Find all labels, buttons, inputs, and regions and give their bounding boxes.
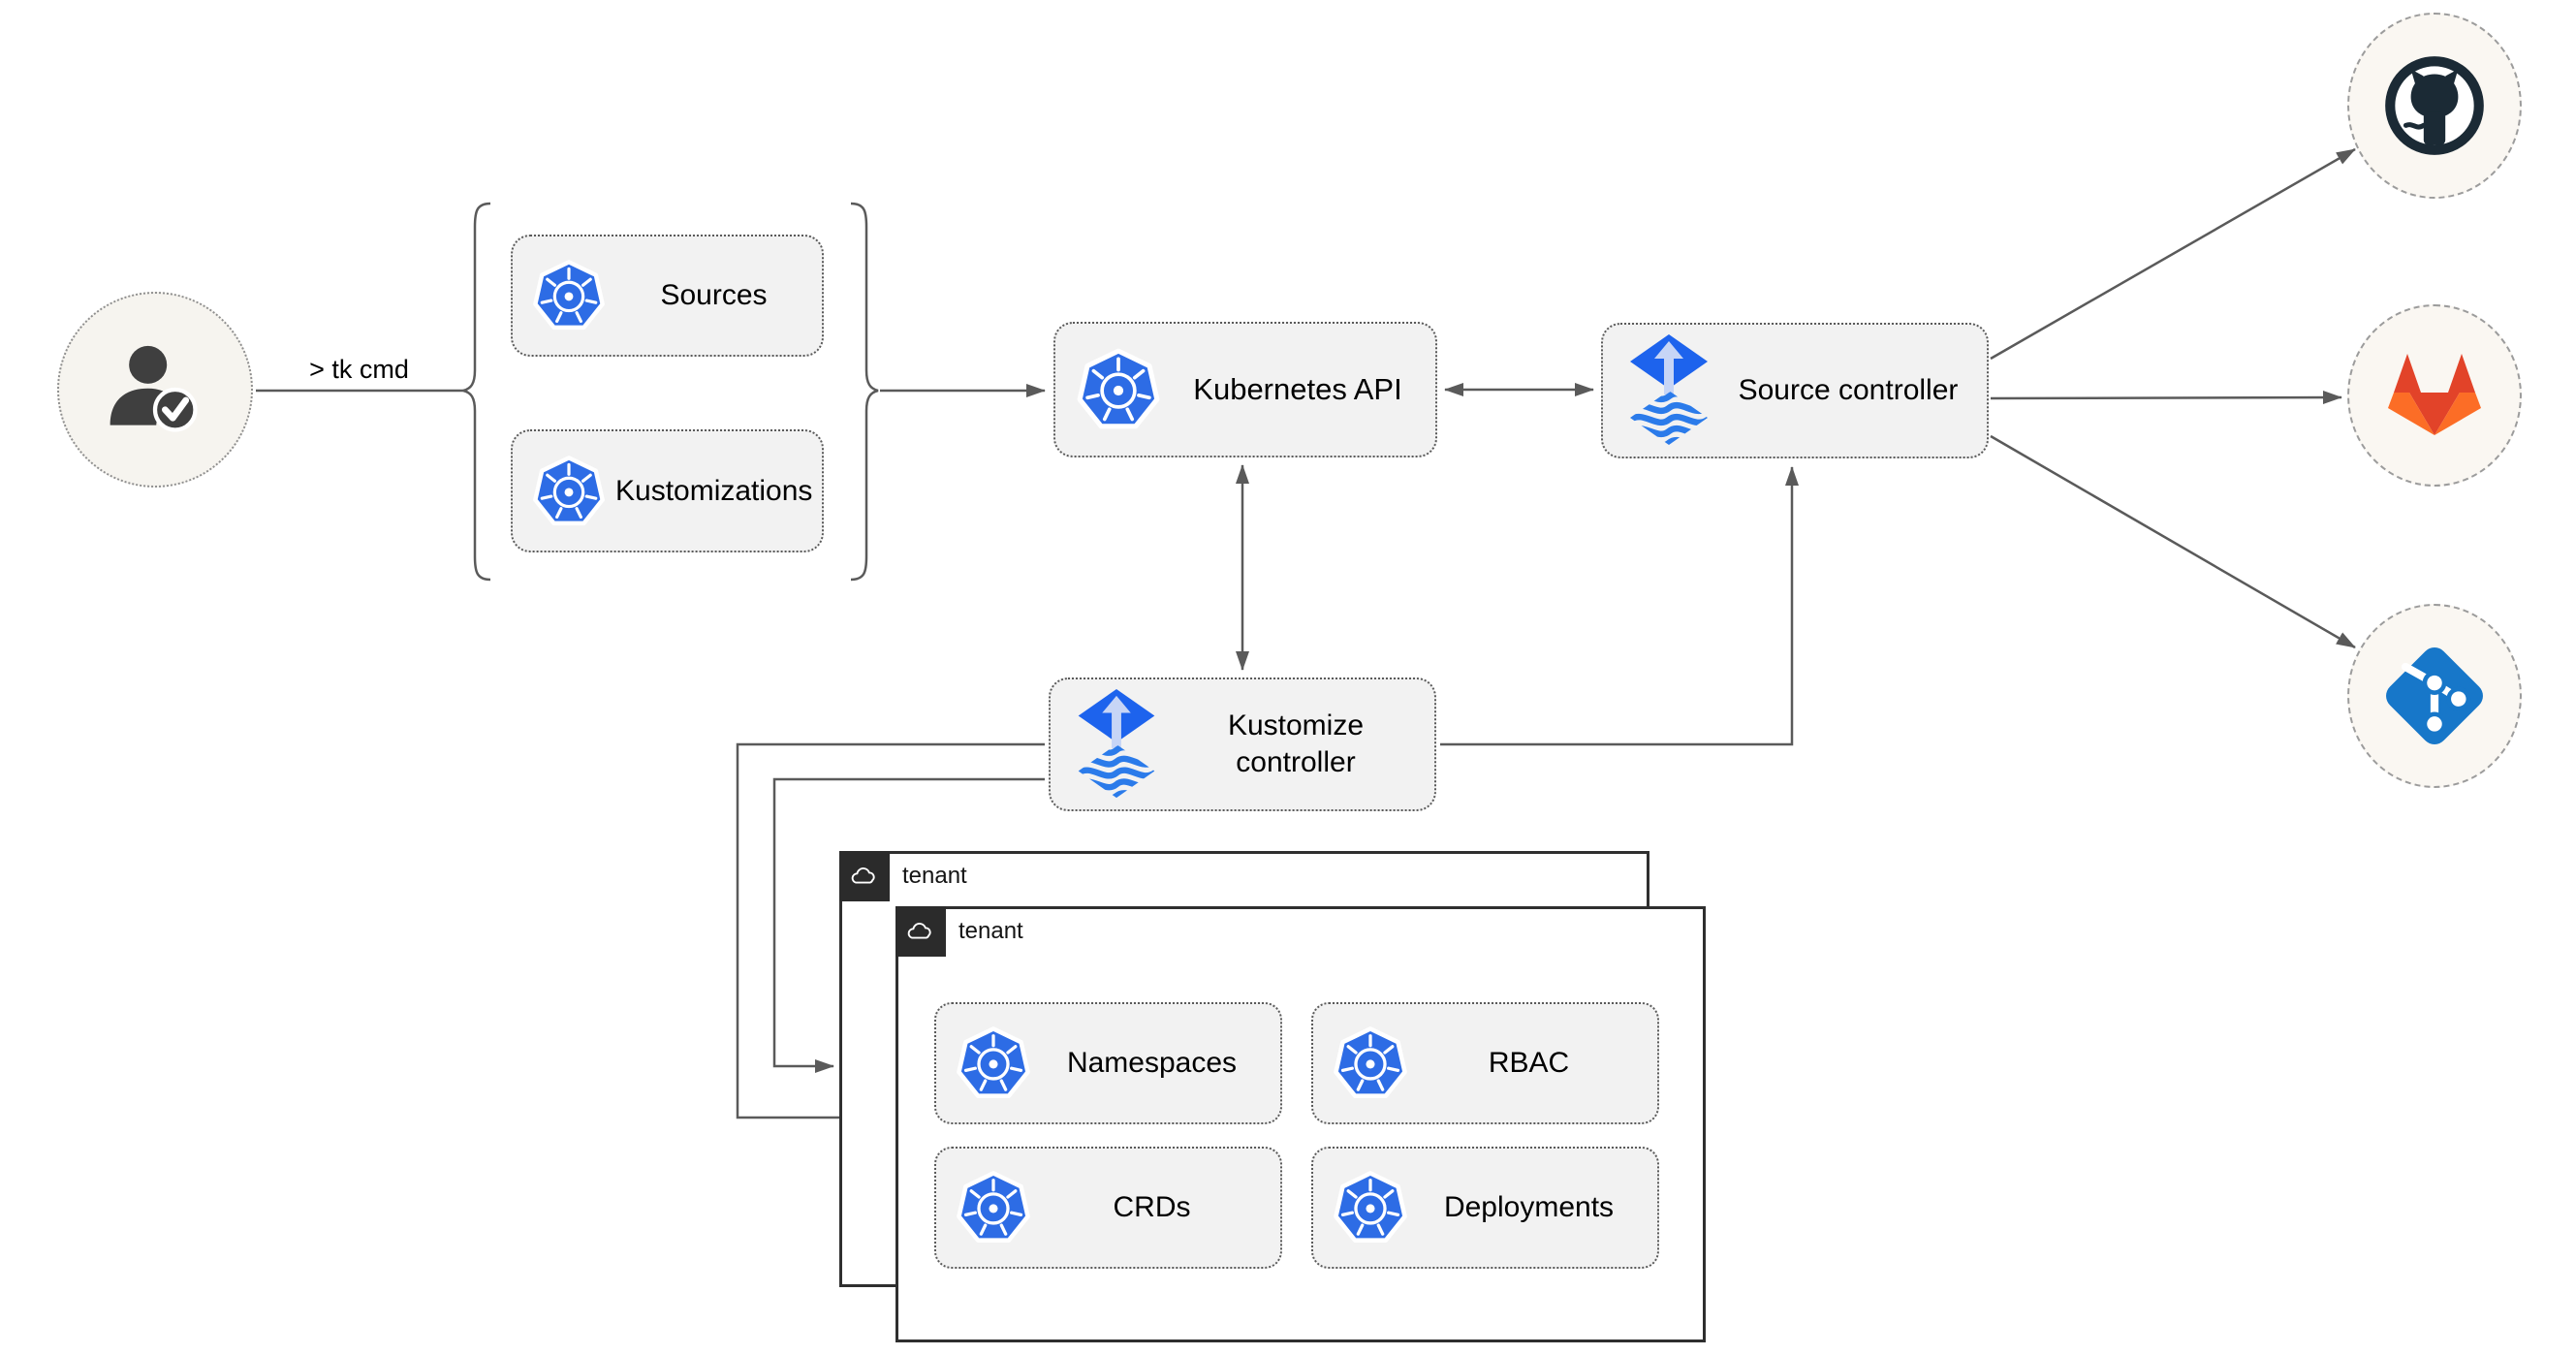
node-kustomize-controller-label: Kustomize controller [1227, 709, 1365, 778]
tenant-label: tenant [902, 863, 967, 889]
tenant-label: tenant [958, 918, 1023, 944]
kubernetes-icon [532, 257, 606, 334]
node-kubernetes-api-label: Kubernetes API [1193, 372, 1402, 406]
node-sources-label: Sources [660, 279, 768, 311]
resource-rbac: RBAC [1311, 1002, 1659, 1124]
edge-source-gitlab [1990, 391, 2342, 405]
node-sources: Sources [511, 235, 824, 357]
resource-crds: CRDs [934, 1147, 1282, 1269]
edge-source-git [1990, 434, 2356, 649]
cloud-icon [907, 922, 931, 939]
kubernetes-icon [1333, 1168, 1408, 1247]
kubernetes-icon [532, 453, 606, 530]
remote-gitlab [2347, 304, 2522, 487]
left-curly-brace [462, 202, 491, 582]
user-actor [57, 292, 253, 488]
remote-git [2347, 604, 2522, 788]
resource-deployments-label: Deployments [1443, 1191, 1615, 1223]
kubernetes-icon [956, 1168, 1031, 1247]
tenant-tab [839, 851, 890, 901]
right-curly-brace [850, 202, 879, 582]
remote-github [2347, 13, 2522, 199]
node-kustomizations-label: Kustomizations [615, 474, 813, 507]
resource-deployments: Deployments [1311, 1147, 1659, 1269]
resource-crds-label: CRDs [1113, 1191, 1191, 1223]
tenant-container-2: tenant Namespaces RBAC CRDs Deployments [895, 906, 1706, 1342]
gitlab-icon [2388, 354, 2481, 435]
edge-kustomize-source [1440, 466, 1799, 746]
edge-kustomize-tenant2 [736, 742, 1045, 1124]
node-kustomize-controller: Kustomize controller [1049, 678, 1436, 811]
node-kustomizations: Kustomizations [511, 429, 824, 552]
user-check-icon [96, 331, 214, 449]
resource-namespaces: Namespaces [934, 1002, 1282, 1124]
node-source-controller-label: Source controller [1738, 374, 1959, 406]
cloud-icon [851, 867, 875, 884]
flux-icon [1628, 332, 1710, 449]
edge-source-github [1990, 147, 2356, 361]
kubernetes-icon [1077, 345, 1160, 434]
node-source-controller: Source controller [1601, 323, 1989, 458]
node-kubernetes-api: Kubernetes API [1053, 322, 1437, 457]
cli-command-label: > tk cmd [309, 355, 409, 384]
tenant-tab [895, 906, 946, 957]
flux-icon [1076, 687, 1157, 802]
edge-kustomize-tenant1 [772, 777, 1045, 1073]
kubernetes-icon [956, 1024, 1031, 1103]
git-icon [2374, 636, 2495, 756]
github-icon [2375, 47, 2494, 165]
kubernetes-icon [1333, 1024, 1408, 1103]
resource-rbac-label: RBAC [1488, 1047, 1570, 1079]
resource-namespaces-label: Namespaces [1066, 1047, 1238, 1079]
